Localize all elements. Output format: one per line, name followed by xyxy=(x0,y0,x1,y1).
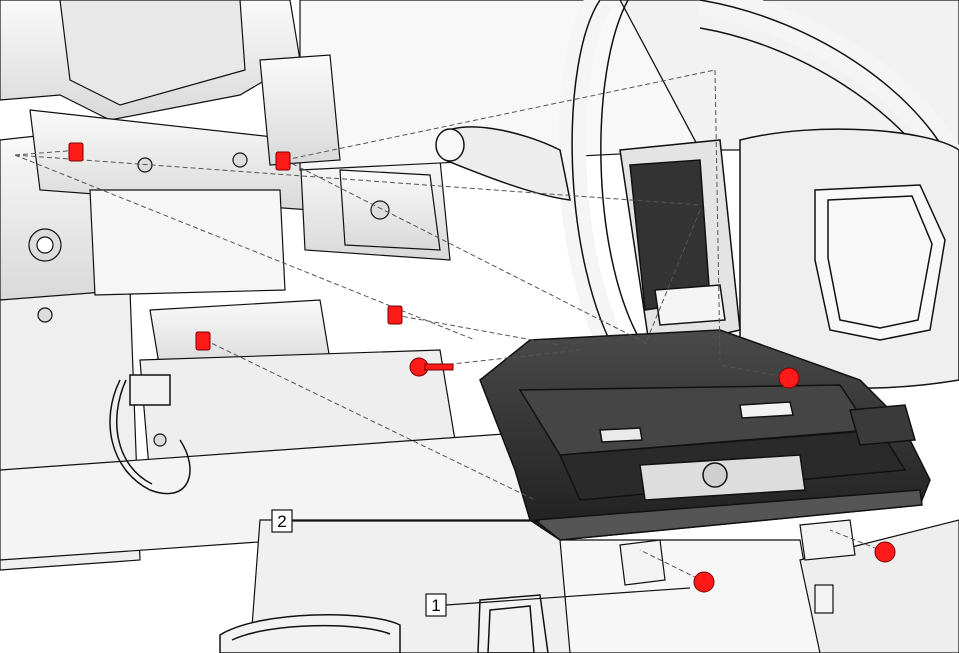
red-bolt-icon xyxy=(409,357,454,377)
red-bolt-icon xyxy=(693,571,715,593)
fasteners xyxy=(68,142,896,593)
red-bolt-icon xyxy=(195,331,211,351)
airbag-cover-icon xyxy=(739,128,959,389)
red-bolt-icon xyxy=(874,541,896,563)
steering-column xyxy=(619,139,741,351)
wire-harness xyxy=(109,374,191,495)
turn-signal-stalk-icon xyxy=(435,126,571,201)
red-bolt-icon xyxy=(68,142,84,162)
column-lower-cover xyxy=(479,329,931,541)
red-bolt-icon xyxy=(778,367,800,389)
callout-2-label: 2 xyxy=(277,512,286,531)
callout-1-label: 1 xyxy=(431,596,440,615)
callout-1: 1 xyxy=(425,593,447,617)
red-bolt-icon xyxy=(387,305,403,325)
callout-leaders xyxy=(292,520,691,606)
lower-bracket xyxy=(619,519,856,614)
red-bolt-icon xyxy=(275,151,291,171)
callout-2: 2 xyxy=(271,509,293,533)
alignment-lines xyxy=(14,69,886,583)
holes xyxy=(28,152,390,447)
pedal-icon xyxy=(219,594,549,653)
